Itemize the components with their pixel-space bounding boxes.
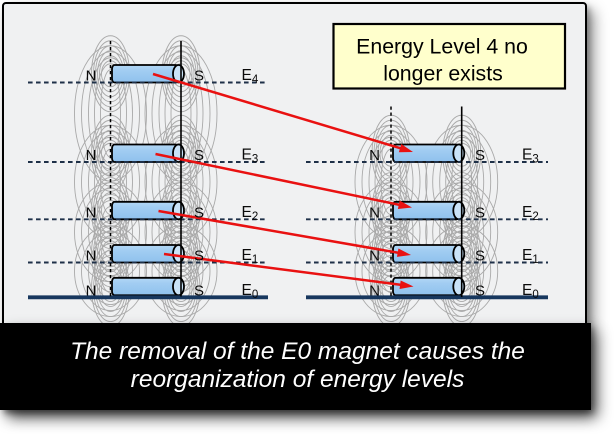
svg-text:S: S: [194, 68, 204, 85]
svg-text:N: N: [369, 147, 380, 164]
svg-text:E0: E0: [242, 282, 259, 301]
svg-text:E3: E3: [522, 147, 539, 166]
svg-text:E1: E1: [522, 247, 539, 266]
svg-text:S: S: [194, 147, 204, 164]
svg-text:S: S: [194, 248, 204, 265]
svg-text:E1: E1: [242, 247, 259, 266]
svg-text:S: S: [475, 282, 485, 299]
svg-text:N: N: [86, 68, 97, 85]
svg-text:Energy Level 4 no: Energy Level 4 no: [356, 35, 528, 59]
svg-text:N: N: [369, 282, 380, 299]
svg-text:S: S: [475, 204, 485, 221]
svg-text:E3: E3: [242, 147, 259, 166]
svg-text:E2: E2: [522, 204, 539, 223]
svg-text:N: N: [86, 147, 97, 164]
svg-text:E2: E2: [242, 204, 259, 223]
svg-text:S: S: [475, 248, 485, 265]
svg-text:longer exists: longer exists: [383, 62, 503, 86]
svg-text:S: S: [194, 204, 204, 221]
svg-text:S: S: [475, 147, 485, 164]
svg-text:N: N: [86, 248, 97, 265]
svg-text:N: N: [86, 282, 97, 299]
svg-text:S: S: [194, 282, 204, 299]
svg-text:N: N: [369, 204, 380, 221]
svg-text:E4: E4: [242, 67, 259, 86]
svg-text:N: N: [86, 204, 97, 221]
svg-text:N: N: [369, 248, 380, 265]
svg-text:E0: E0: [522, 282, 539, 301]
